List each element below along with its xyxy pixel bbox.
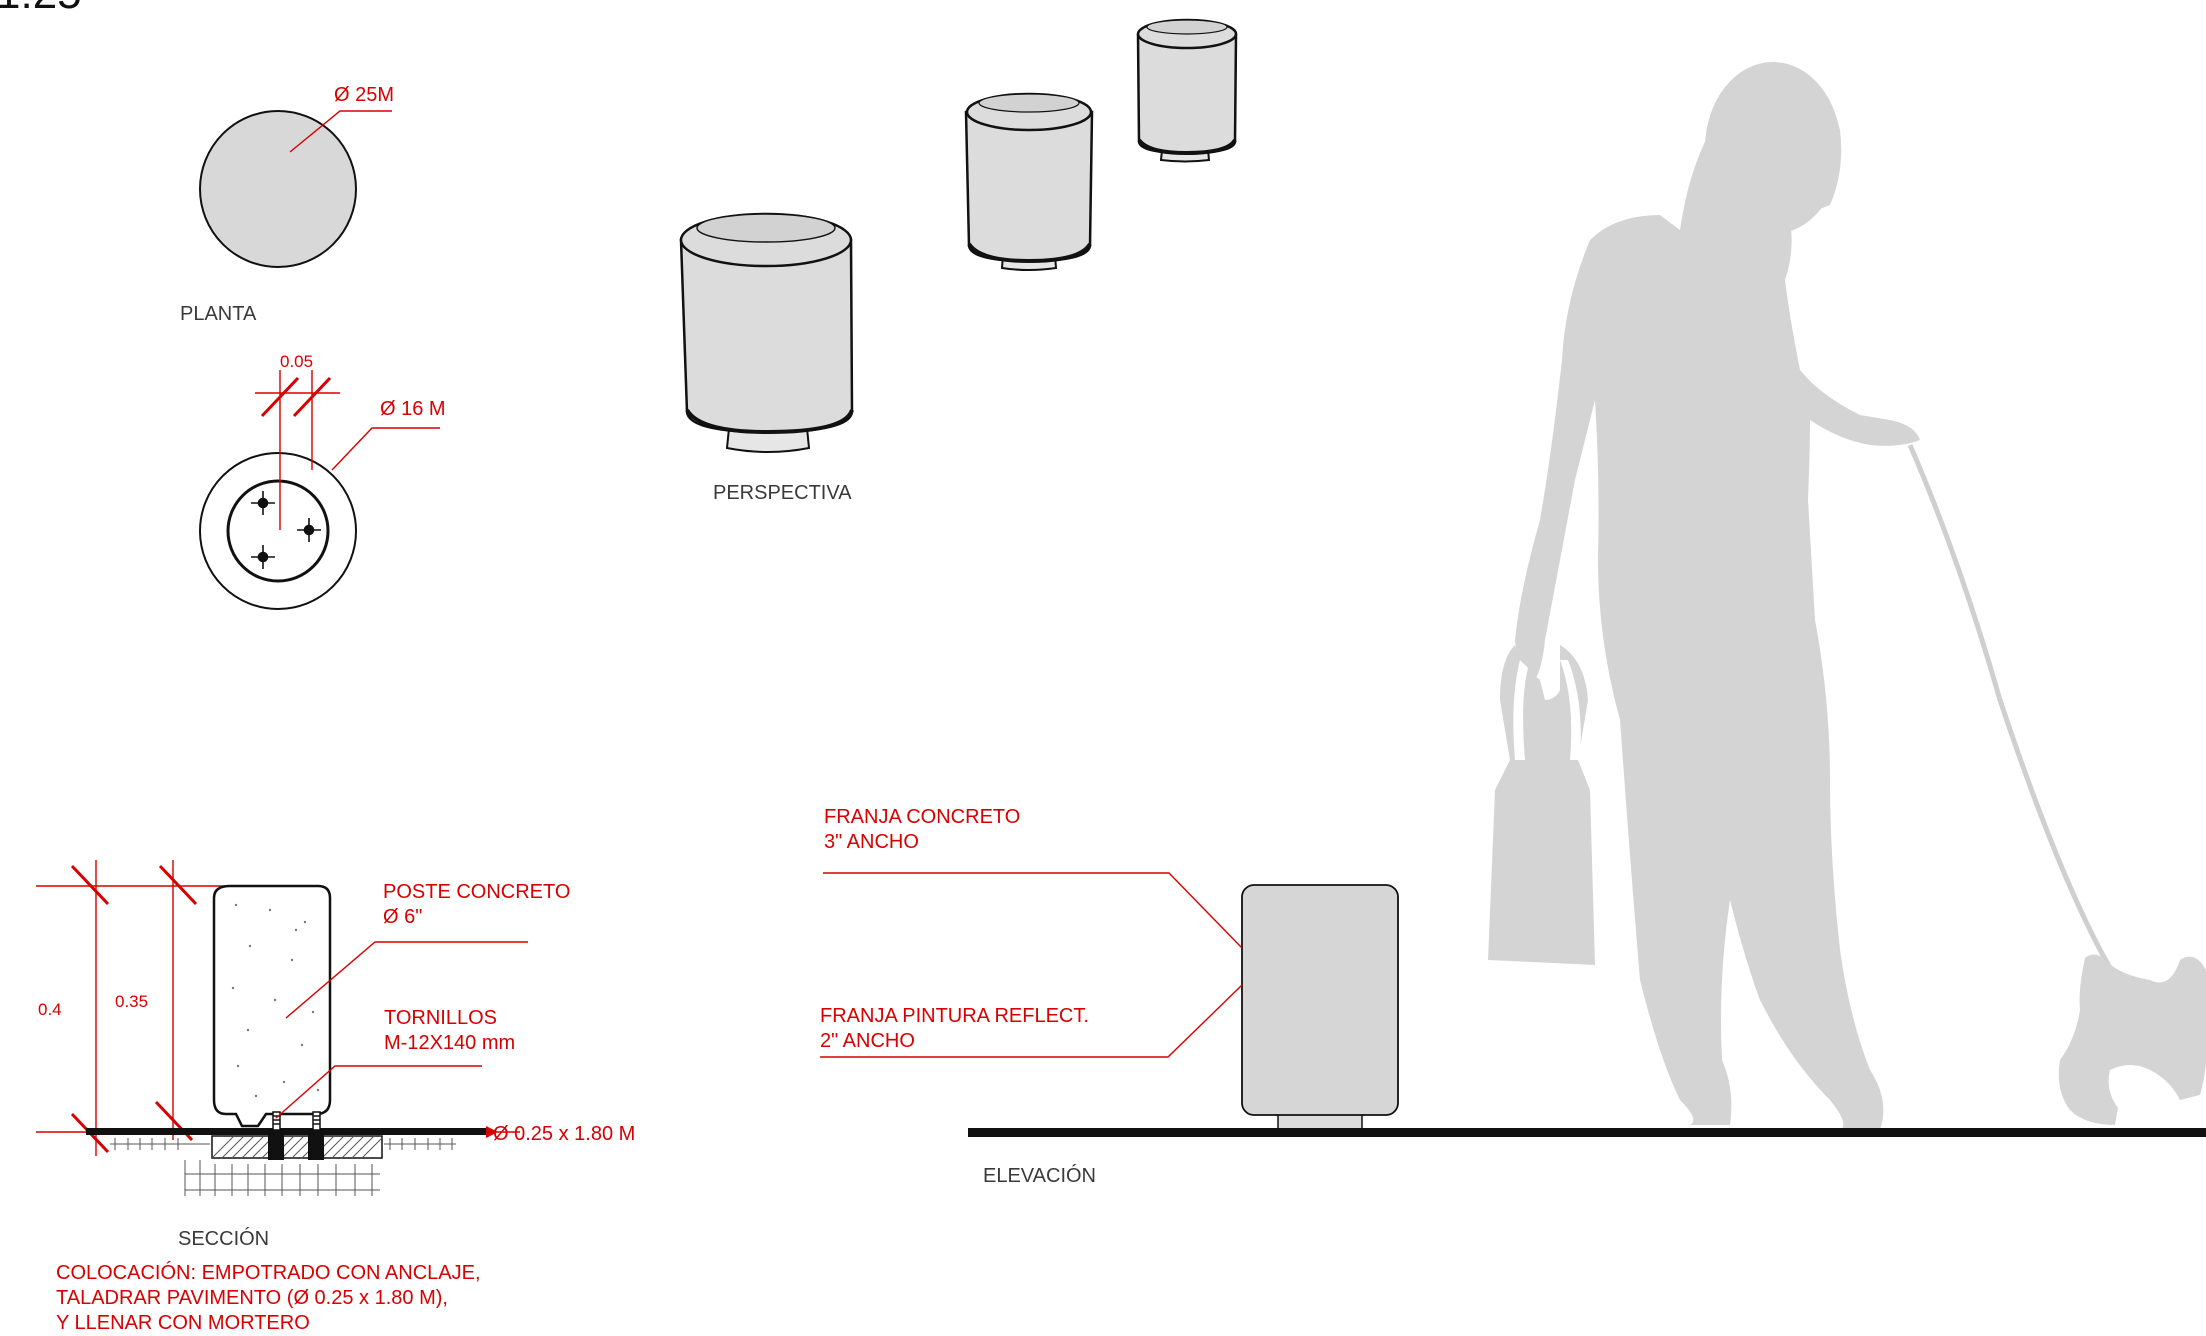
base-plan-view: 0.05 Ø 16 M bbox=[199, 352, 446, 610]
bollard-perspective-medium bbox=[964, 92, 1094, 271]
perspective-title: PERSPECTIVA bbox=[713, 482, 852, 504]
plan-leader bbox=[289, 110, 392, 153]
bollard-perspective-small bbox=[1136, 18, 1238, 163]
dim-tick bbox=[158, 864, 198, 906]
drill-label: Ø 0.25 x 1.80 M bbox=[493, 1123, 635, 1145]
perspective-view: PERSPECTIVA bbox=[679, 18, 1238, 504]
install-note-line-3: Y LLENAR CON MORTERO bbox=[56, 1312, 310, 1334]
bolts-label-1: TORNILLOS bbox=[384, 1007, 497, 1029]
plan-diameter-label: Ø 25M bbox=[334, 84, 394, 106]
dim-tick bbox=[260, 376, 300, 418]
concrete-band-label-1: FRANJA CONCRETO bbox=[824, 806, 1020, 828]
base-inner-circle bbox=[226, 479, 330, 583]
plan-view: Ø 25M PLANTA bbox=[180, 84, 394, 325]
inner-leader bbox=[331, 427, 440, 471]
foundation-hatch bbox=[211, 1130, 383, 1160]
dim-tick bbox=[292, 376, 332, 418]
offset-label: 0.05 bbox=[280, 352, 313, 371]
concrete-band-leader bbox=[823, 872, 1243, 949]
plan-circle bbox=[199, 110, 357, 268]
total-height-label: 0.4 bbox=[38, 1000, 62, 1019]
bolts-label-2: M-12X140 mm bbox=[384, 1032, 515, 1054]
bollard-elevation bbox=[1241, 884, 1399, 1116]
section-title: SECCIÓN bbox=[178, 1227, 269, 1250]
concrete-texture bbox=[231, 903, 320, 1098]
drill-arrow-icon bbox=[486, 1126, 498, 1138]
paint-band-label-2: 2" ANCHO bbox=[820, 1030, 915, 1052]
concrete-post bbox=[212, 884, 332, 1128]
paint-band-leader bbox=[820, 984, 1243, 1058]
post-leader bbox=[285, 941, 528, 1019]
woman-silhouette bbox=[1488, 62, 1920, 1130]
paint-band-label-1: FRANJA PINTURA REFLECT. bbox=[820, 1005, 1089, 1027]
leash bbox=[1907, 444, 2113, 970]
install-note-line-1: COLOCACIÓN: EMPOTRADO CON ANCLAJE, bbox=[56, 1261, 481, 1284]
bolt-icon bbox=[312, 1111, 321, 1131]
dim-tick bbox=[70, 864, 110, 906]
elevation-ground-line bbox=[968, 1128, 2206, 1137]
elevation-title: ELEVACIÓN bbox=[983, 1164, 1096, 1187]
inner-diameter-label: Ø 16 M bbox=[380, 398, 446, 420]
post-height-label: 0.35 bbox=[115, 992, 148, 1011]
post-label-2: Ø 6" bbox=[383, 906, 422, 928]
anchor-bolt-icon bbox=[251, 491, 275, 515]
post-label-1: POSTE CONCRETO bbox=[383, 881, 570, 903]
concrete-band-label-2: 3" ANCHO bbox=[824, 831, 919, 853]
install-note-line-2: TALADRAR PAVIMENTO (Ø 0.25 x 1.80 M), bbox=[56, 1287, 448, 1309]
bollard-perspective-large bbox=[679, 212, 854, 453]
anchor-bolt-icon bbox=[251, 545, 275, 569]
bolts-leader bbox=[275, 1065, 482, 1119]
plan-title: PLANTA bbox=[180, 303, 257, 325]
section-view: 0.4 0.35 bbox=[36, 860, 635, 1334]
dog-silhouette bbox=[2058, 954, 2206, 1125]
anchor-bolt-icon bbox=[297, 518, 321, 542]
scale-label: 1:25 bbox=[0, 0, 82, 18]
pavement-pattern bbox=[110, 1138, 456, 1196]
ground-line bbox=[86, 1128, 486, 1135]
elevation-view: FRANJA CONCRETO 3" ANCHO FRANJA PINTURA … bbox=[820, 62, 2206, 1187]
